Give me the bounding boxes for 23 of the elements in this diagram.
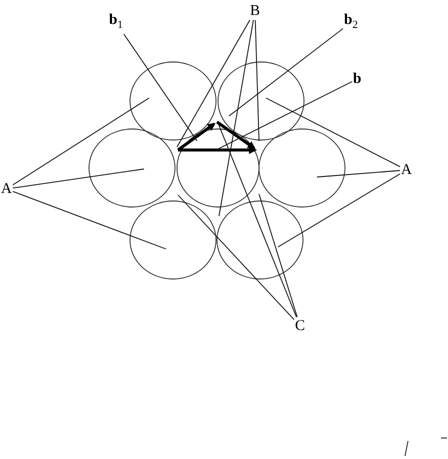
- leader-line: [12, 168, 144, 189]
- sphere-packing-drawing: [88, 62, 346, 280]
- leader-line: [258, 194, 298, 318]
- leader-line: [123, 34, 198, 142]
- leader-line: [214, 81, 352, 152]
- point-label: b$_{1}$: [109, 12, 123, 33]
- leader-line: [278, 173, 400, 248]
- leader-line: [254, 20, 260, 142]
- leader-line: [176, 20, 250, 148]
- leader-line: [178, 194, 294, 320]
- leader-line: [12, 190, 166, 250]
- point-label: b: [353, 71, 362, 87]
- point-label: A: [401, 162, 412, 178]
- point-label: B: [250, 3, 260, 19]
- leader-line: [12, 98, 150, 186]
- leader-line: [316, 170, 400, 178]
- point-label: b$_{2}$: [344, 12, 358, 33]
- point-label: C: [295, 318, 306, 334]
- leader-line: [228, 28, 344, 116]
- leader-line: [218, 122, 297, 318]
- leader-line: [218, 20, 254, 216]
- leader-line: [266, 98, 400, 168]
- point-label: A: [1, 181, 12, 197]
